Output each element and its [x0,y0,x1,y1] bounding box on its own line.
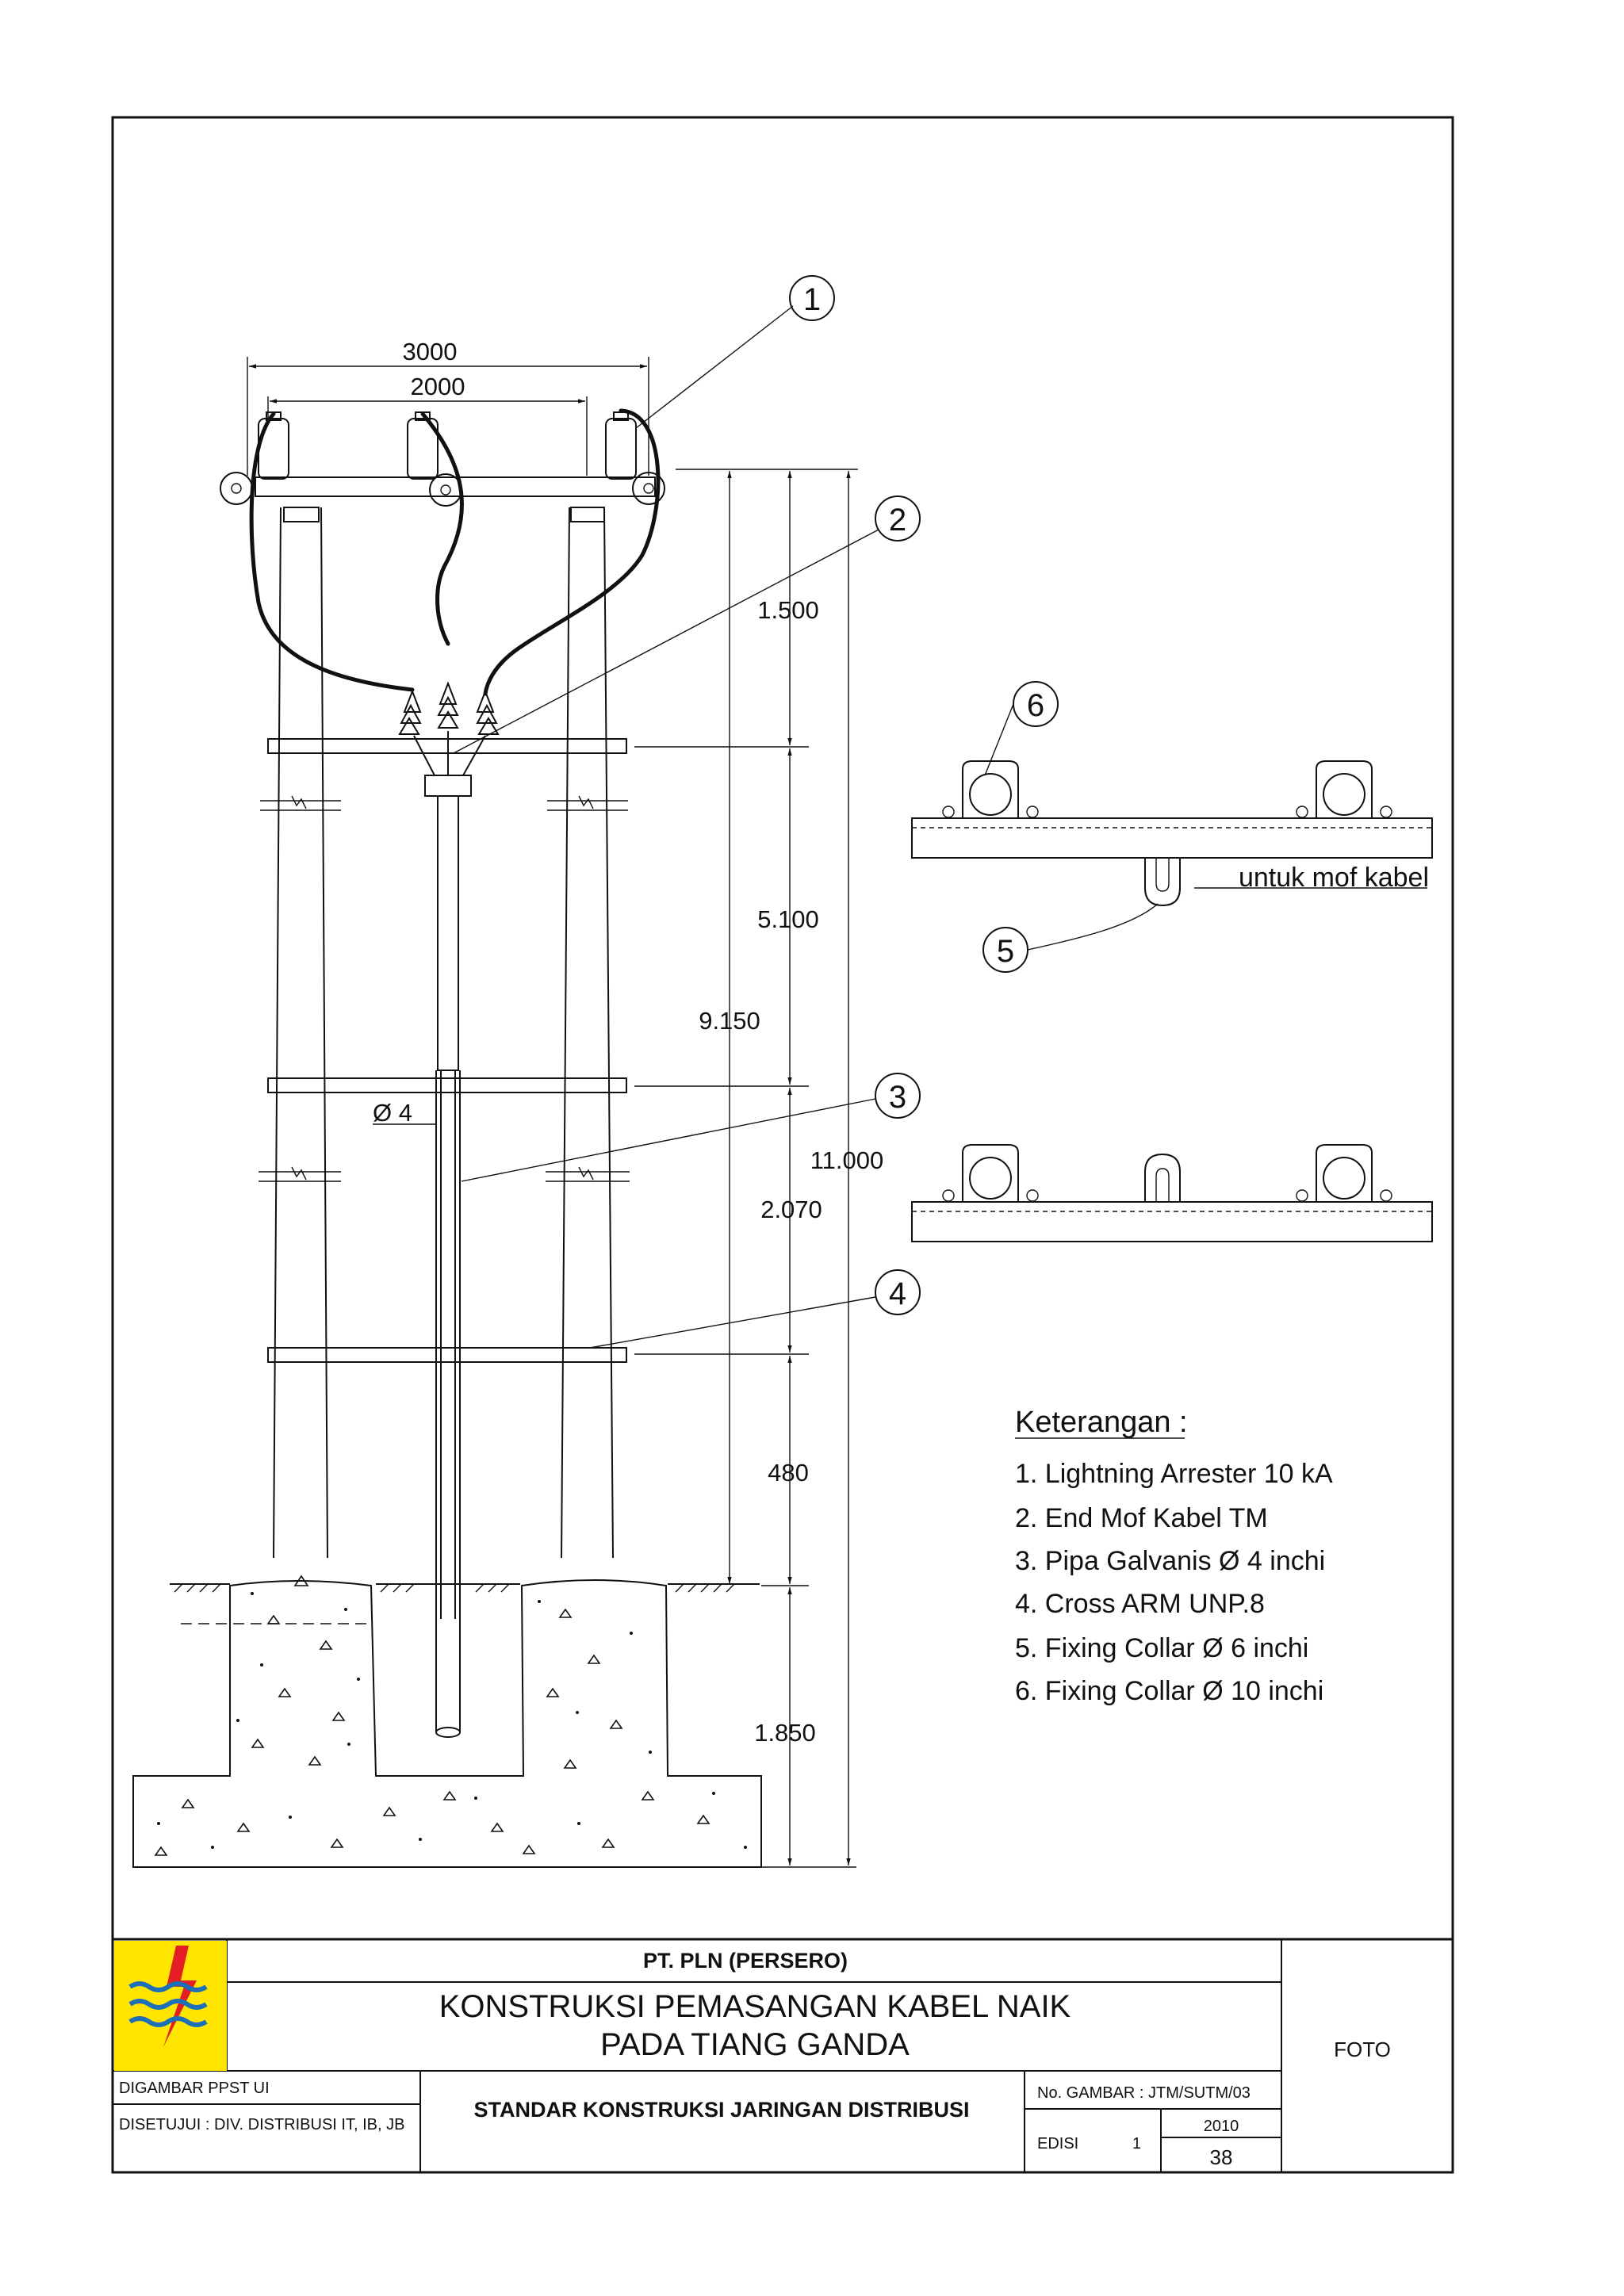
fixing-collar-detail-top: untuk mof kabel [911,760,1433,907]
digambar-label: DIGAMBAR PPST UI [119,2080,270,2097]
concrete-dots [157,1592,747,1849]
legend-title: Keterangan : [1015,1406,1188,1439]
dimension-lines [247,357,858,1868]
dim-9150: 9.150 [699,1007,760,1035]
dim-2070: 2.070 [760,1196,822,1223]
pole-break-marks [259,795,630,1182]
concrete-foundation [132,1575,762,1868]
legend-item-1: 1. Lightning Arrester 10 kA [1015,1459,1333,1489]
drawing-title-line1: KONSTRUKSI PEMASANGAN KABEL NAIK [439,1989,1071,2024]
standard-label: STANDAR KONSTRUKSI JARINGAN DISTRIBUSI [473,2098,969,2122]
ground-line [170,1583,760,1624]
wave-icon [128,1981,208,2027]
year-label: 2010 [1204,2118,1239,2135]
svg-text:5: 5 [997,934,1014,969]
callout-5: 5 [982,927,1028,973]
dim-11000: 11.000 [810,1146,884,1174]
dim-1500: 1.500 [757,596,819,624]
cross-arm-lower [267,1347,627,1363]
lightning-arrester-left [258,411,289,480]
edition-label: EDISI [1037,2135,1078,2152]
legend-item-4: 4. Cross ARM UNP.8 [1015,1589,1265,1619]
cable-end-terminations [398,681,500,776]
foto-label: FOTO [1334,2038,1391,2061]
edition-value: 1 [1132,2135,1141,2152]
lightning-arrester-center [407,411,439,480]
drawing-frame [111,116,1454,2174]
concrete-aggregate-marks [154,1575,710,1856]
left-pole [273,507,328,1559]
lightning-bolt-icon [163,1946,197,2047]
right-pole [561,507,614,1559]
dim-5100: 5.100 [757,905,819,933]
drawing-title-line2: PADA TIANG GANDA [600,2027,910,2062]
fixing-collar-detail-bottom [911,1144,1433,1242]
dim-480: 480 [768,1459,809,1487]
drawing-number: No. GAMBAR : JTM/SUTM/03 [1037,2084,1251,2102]
dim-2000: 2000 [411,373,465,400]
page-number: 38 [1210,2145,1233,2169]
galvanized-pipe [424,775,472,1738]
callout-leaders [453,305,1159,1349]
dimension-labels: 3000 2000 1.500 5.100 9.150 11.000 2.070… [373,338,883,1747]
svg-text:6: 6 [1027,688,1044,723]
disetujui-label: DISETUJUI : DIV. DISTRIBUSI IT, IB, JB [119,2116,404,2133]
svg-text:2: 2 [889,503,906,538]
company-name: PT. PLN (PERSERO) [643,1949,848,1973]
lightning-arrester-right [605,411,637,480]
svg-text:3: 3 [889,1080,906,1115]
callout-6: 6 [1013,681,1059,727]
legend: Keterangan : 1. Lightning Arrester 10 kA… [1015,1406,1333,1706]
detail-note-mof-kabel: untuk mof kabel [1239,863,1429,893]
arrester-lead-cables [249,408,661,696]
dim-3000: 3000 [403,338,458,365]
callout-4: 4 [875,1269,921,1315]
callout-2: 2 [875,496,921,541]
cross-arm-middle [267,1077,627,1093]
svg-text:1: 1 [803,282,821,317]
legend-item-2: 2. End Mof Kabel TM [1015,1503,1268,1533]
legend-item-3: 3. Pipa Galvanis Ø 4 inchi [1015,1546,1325,1576]
callout-1: 1 [789,275,835,321]
svg-text:4: 4 [889,1276,906,1311]
pln-logo [114,1941,227,2071]
legend-item-6: 6. Fixing Collar Ø 10 inchi [1015,1676,1323,1706]
title-block: PT. PLN (PERSERO) KONSTRUKSI PEMASANGAN … [113,1938,1453,2172]
dim-1850: 1.850 [754,1719,816,1747]
legend-item-5: 5. Fixing Collar Ø 6 inchi [1015,1633,1308,1663]
callout-3: 3 [875,1073,921,1119]
pipe-diameter-label: Ø 4 [373,1099,412,1127]
